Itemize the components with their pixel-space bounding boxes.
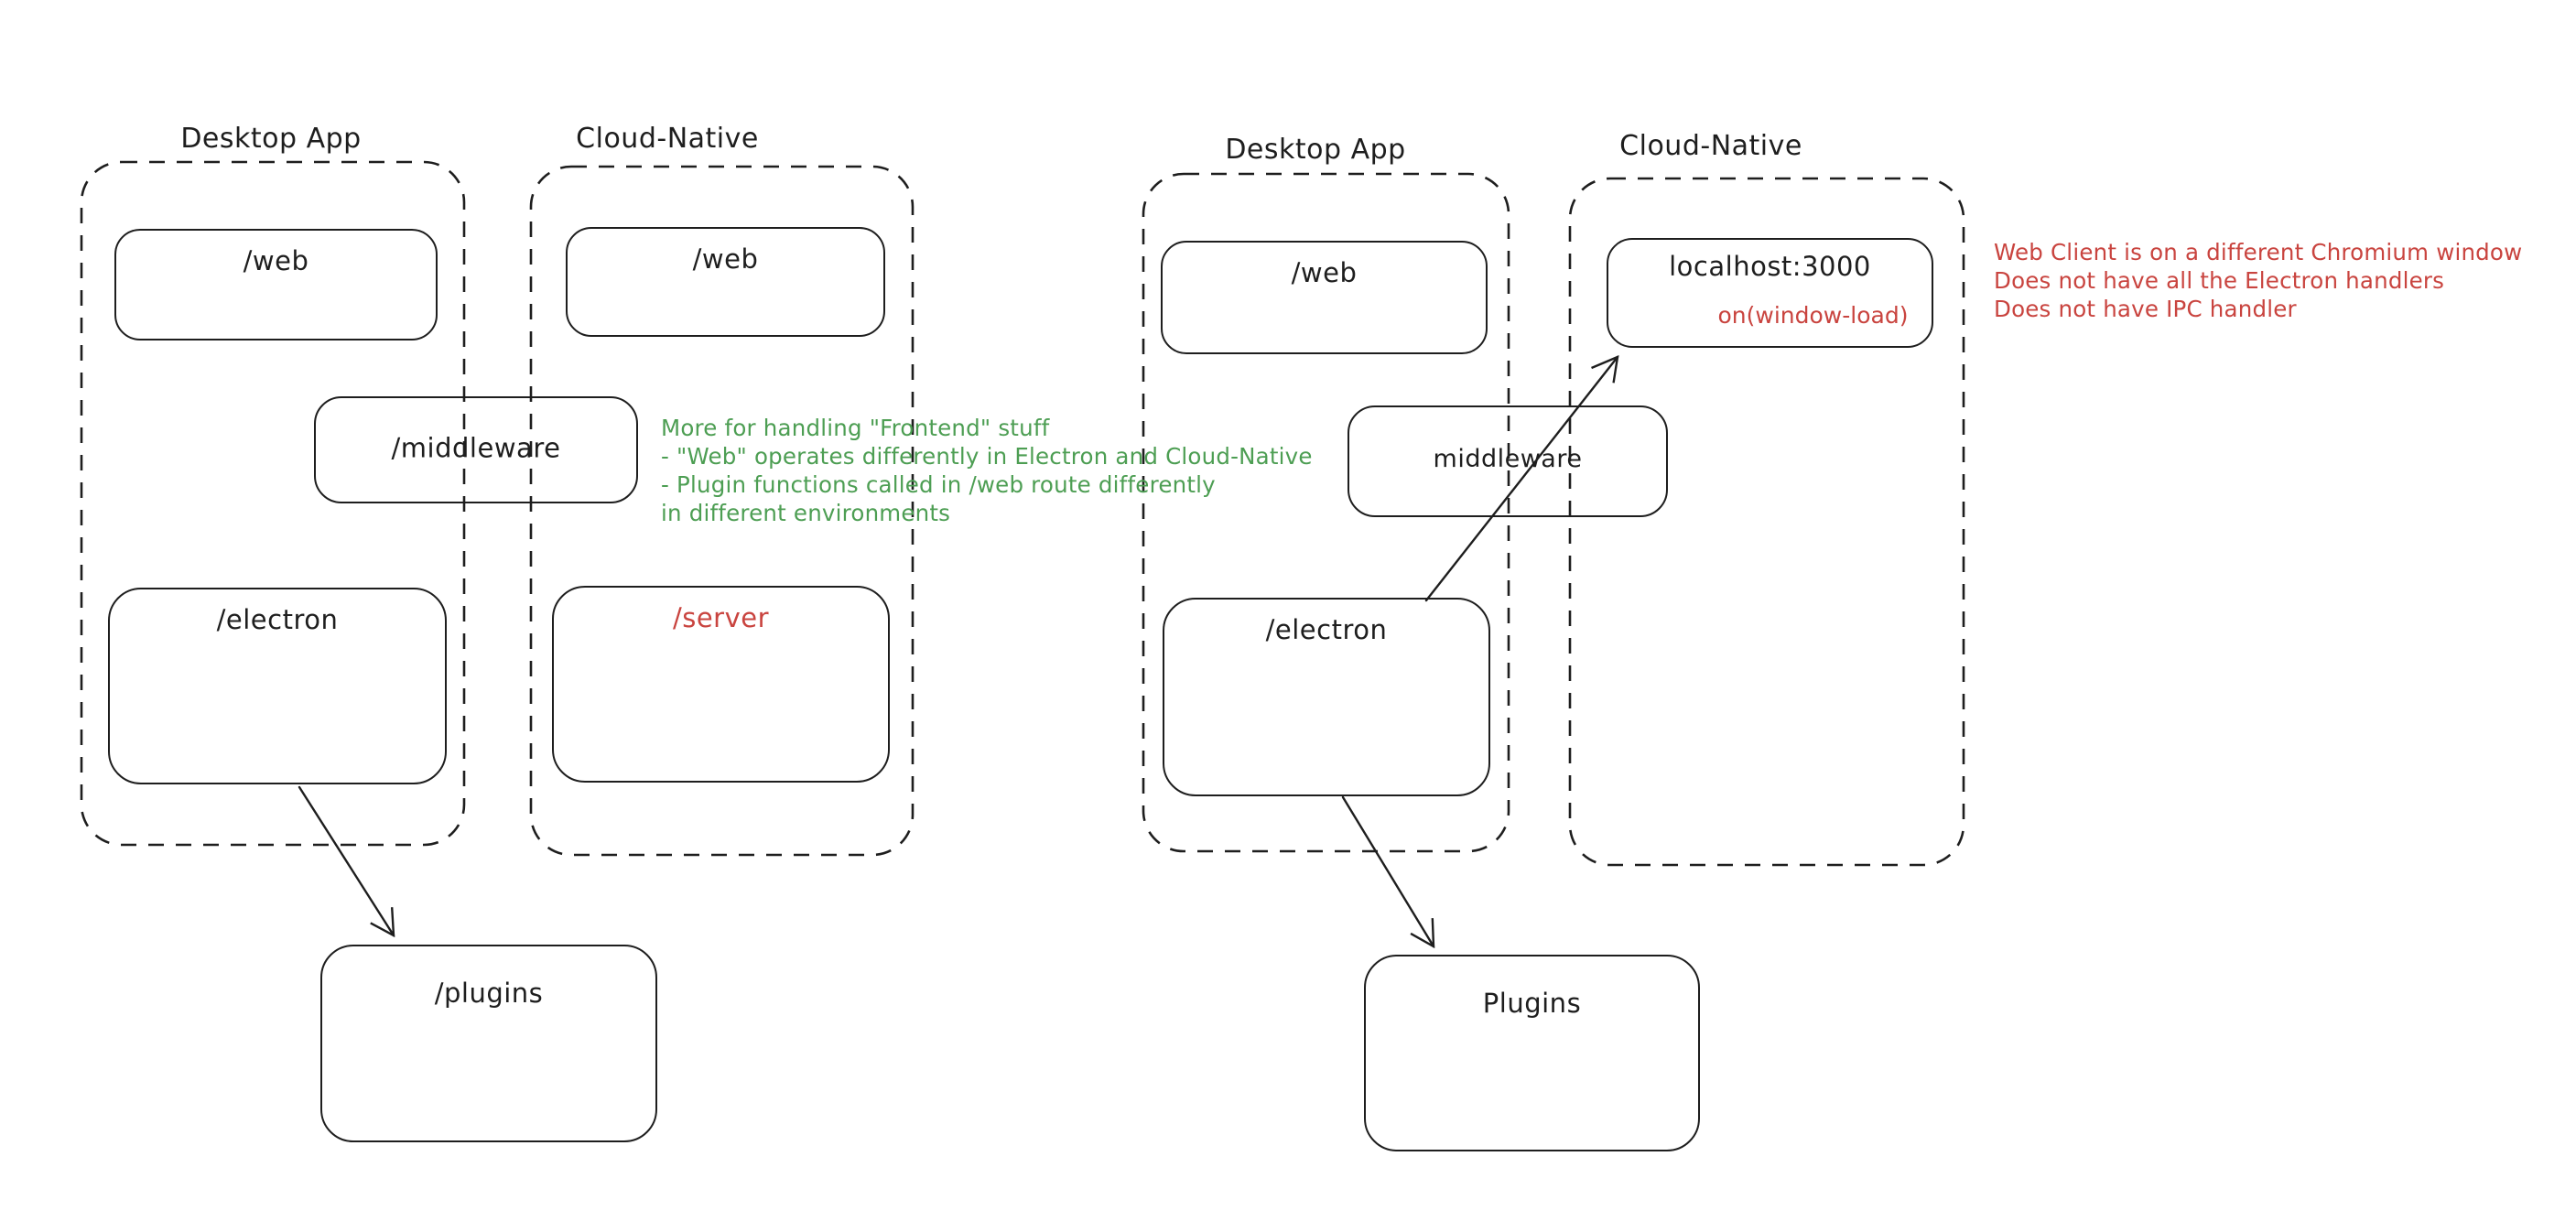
green-note-line: More for handling "Frontend" stuff xyxy=(661,415,1050,441)
right-middleware-box: middleware xyxy=(1348,405,1668,517)
right-plugins-label: Plugins xyxy=(1482,988,1582,1019)
right-middleware-label: middleware xyxy=(1433,445,1583,474)
left-middleware-label: /middleware xyxy=(391,431,561,463)
red-note-line: Web Client is on a different Chromium wi… xyxy=(1994,239,2523,265)
left-desktop-app-label: Desktop App xyxy=(180,123,362,155)
left-electron-label: /electron xyxy=(216,604,339,635)
green-note-line: in different environments xyxy=(661,500,951,526)
left-server-box: /server xyxy=(552,586,890,783)
left-cloud-web-label: /web xyxy=(692,243,759,275)
left-cloud-web-box: /web xyxy=(566,227,885,337)
left-cloud-native-label: Cloud-Native xyxy=(576,123,759,155)
right-electron-label: /electron xyxy=(1265,614,1388,645)
right-plugins-box: Plugins xyxy=(1364,955,1700,1151)
green-note-line: - "Web" operates differently in Electron… xyxy=(661,443,1313,470)
left-desktop-web-label: /web xyxy=(243,245,309,276)
red-note-line: Does not have IPC handler xyxy=(1994,296,2297,322)
arrow-electron-to-plugins-right xyxy=(1341,795,1435,949)
localhost-title: localhost:3000 xyxy=(1669,251,1871,282)
left-plugins-box: /plugins xyxy=(320,945,657,1142)
green-note: More for handling "Frontend" stuff - "We… xyxy=(661,414,1313,527)
right-desktop-web-label: /web xyxy=(1291,257,1358,288)
right-electron-box: /electron xyxy=(1163,598,1490,796)
right-desktop-web-box: /web xyxy=(1161,241,1488,354)
left-electron-box: /electron xyxy=(108,588,447,784)
left-plugins-label: /plugins xyxy=(434,978,544,1009)
left-middleware-box: /middleware xyxy=(314,396,638,503)
localhost-box: localhost:3000 on(window-load) xyxy=(1607,238,1933,348)
red-note-line: Does not have all the Electron handlers xyxy=(1994,267,2445,294)
arrow-electron-to-plugins-left xyxy=(298,785,395,938)
right-desktop-app-label: Desktop App xyxy=(1225,134,1406,166)
left-server-label: /server xyxy=(672,602,770,633)
localhost-window-load-label: on(window-load) xyxy=(1717,302,1909,329)
left-desktop-web-box: /web xyxy=(114,229,438,340)
right-cloud-native-label: Cloud-Native xyxy=(1619,130,1802,162)
red-note: Web Client is on a different Chromium wi… xyxy=(1994,238,2522,323)
green-note-line: - Plugin functions called in /web route … xyxy=(661,471,1216,498)
